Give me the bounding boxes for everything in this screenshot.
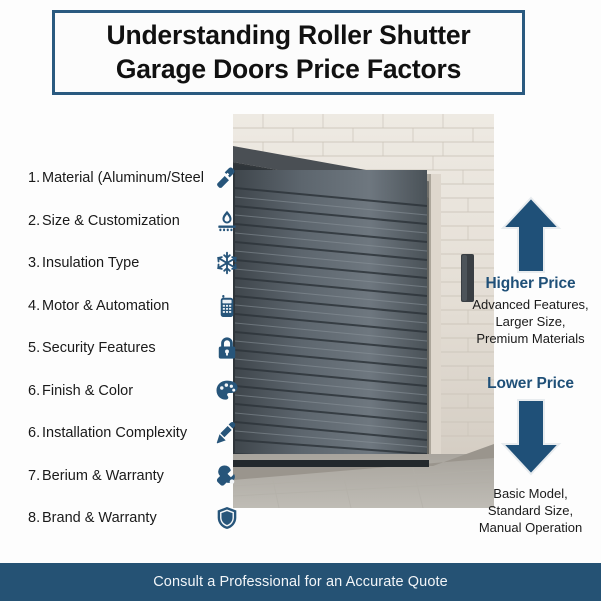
list-item-label: Motor & Automation: [42, 297, 170, 314]
lower-price-block: Lower Price Basic Model, Standard Size, …: [460, 375, 601, 536]
list-item-label: Finish & Color: [42, 382, 134, 399]
list-item-label: Brand & Warranty: [42, 510, 157, 527]
list-item[interactable]: 8. Brand & Warranty: [14, 497, 242, 540]
page-title-line-1: Understanding Roller Shutter: [106, 19, 471, 50]
paint-palette-icon: [212, 376, 242, 406]
list-item[interactable]: 6. Installation Complexity: [14, 412, 242, 455]
snowflake-icon: [212, 248, 242, 278]
list-item-number: 1.: [28, 170, 41, 187]
garage-door-photo: [233, 114, 494, 508]
list-item-label: Material (Aluminum/Steel: [42, 170, 204, 187]
list-item-number: 7.: [28, 467, 41, 484]
footer-cta-text: Consult a Professional for an Accurate Q…: [153, 574, 448, 590]
wrench-icon: [212, 461, 242, 491]
title-box: Understanding Roller Shutter Garage Door…: [52, 10, 525, 95]
list-item-label: Insulation Type: [42, 255, 140, 272]
list-item[interactable]: 6. Finish & Color: [14, 370, 242, 413]
higher-price-detail-line: Premium Materials: [476, 331, 585, 347]
list-item[interactable]: 7. Berium & Warranty: [14, 455, 242, 498]
remote-control-icon: [212, 291, 242, 321]
list-item[interactable]: 4. Motor & Automation: [14, 285, 242, 328]
lower-price-detail-line: Basic Model,: [493, 486, 568, 501]
lower-price-details: Basic Model, Standard Size, Manual Opera…: [460, 485, 601, 536]
price-factors-list: 1. Material (Aluminum/Steel 2. Size & Cu…: [14, 157, 242, 540]
list-item-label: Berium & Warranty: [42, 467, 164, 484]
flame-burner-icon: [212, 206, 242, 236]
higher-price-details: Advanced Features, Larger Size, Premium …: [460, 296, 601, 347]
arrow-down-icon: [460, 397, 601, 477]
higher-price-block: Higher Price Advanced Features, Larger S…: [460, 195, 601, 347]
list-item-number: 2.: [28, 212, 41, 229]
hammer-icon: [212, 163, 242, 193]
list-item[interactable]: 2. Size & Customization: [14, 200, 242, 243]
list-item-number: 5.: [28, 340, 41, 357]
list-item-number: 3.: [28, 255, 41, 272]
list-item[interactable]: 1. Material (Aluminum/Steel: [14, 157, 242, 200]
list-item[interactable]: 5. Security Features: [14, 327, 242, 370]
higher-price-detail-line: Advanced Features,: [472, 297, 589, 312]
higher-price-detail-line: Larger Size,: [495, 314, 566, 330]
lower-price-detail-line: Standard Size,: [487, 503, 574, 519]
page-title-line-2: Garage Doors Price Factors: [115, 53, 462, 84]
arrow-up-icon: [460, 195, 601, 275]
list-item-label: Security Features: [42, 340, 156, 357]
list-item-number: 6.: [28, 425, 41, 442]
list-item-label: Installation Complexity: [42, 425, 188, 442]
shield-icon: [212, 503, 242, 533]
list-item-number: 6.: [28, 382, 41, 399]
higher-price-heading: Higher Price: [485, 275, 576, 292]
padlock-icon: [212, 333, 242, 363]
lower-price-heading: Lower Price: [487, 375, 574, 392]
list-item-number: 4.: [28, 297, 41, 314]
list-item-number: 8.: [28, 510, 41, 527]
footer-banner: Consult a Professional for an Accurate Q…: [0, 563, 601, 601]
list-item-label: Size & Customization: [42, 212, 180, 229]
lower-price-detail-line: Manual Operation: [478, 520, 583, 536]
list-item[interactable]: 3. Insulation Type: [14, 242, 242, 285]
paintbrush-icon: [212, 418, 242, 448]
